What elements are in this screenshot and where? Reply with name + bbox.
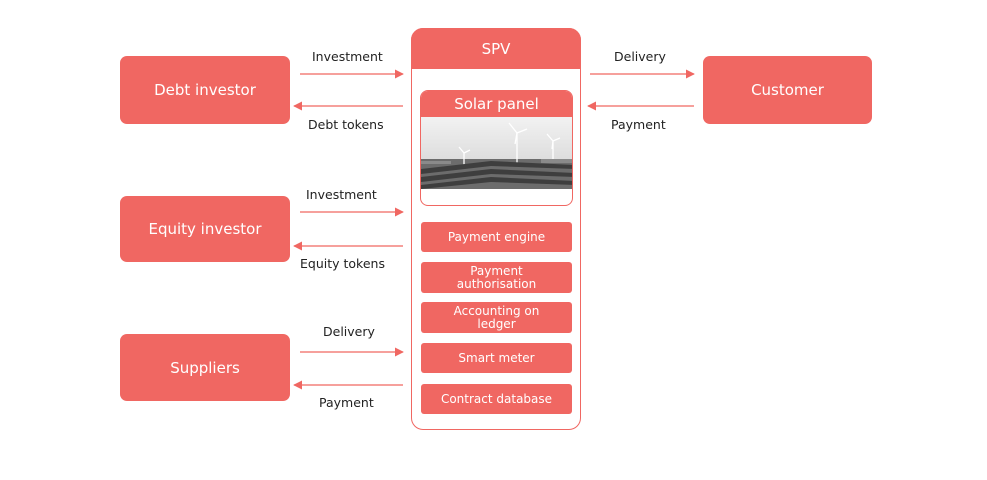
equity-investment-label: Investment xyxy=(306,187,377,202)
customer-payment-label: Payment xyxy=(611,117,666,132)
spv-title: SPV xyxy=(411,28,581,69)
solar-panel-card: Solar panel xyxy=(420,90,573,206)
equity-investor-box: Equity investor xyxy=(120,196,290,262)
suppliers-payment-label: Payment xyxy=(319,395,374,410)
smart-meter-box: Smart meter xyxy=(421,343,572,373)
suppliers-box: Suppliers xyxy=(120,334,290,401)
customer-delivery-label: Delivery xyxy=(614,49,666,64)
contract-database-box: Contract database xyxy=(421,384,572,414)
debt-investment-label: Investment xyxy=(312,49,383,64)
equity-tokens-label: Equity tokens xyxy=(300,256,385,271)
debt-investor-box: Debt investor xyxy=(120,56,290,124)
solar-farm-image xyxy=(421,117,572,189)
customer-box: Customer xyxy=(703,56,872,124)
suppliers-delivery-label: Delivery xyxy=(323,324,375,339)
solar-panel-title: Solar panel xyxy=(421,91,572,117)
debt-tokens-label: Debt tokens xyxy=(308,117,384,132)
payment-authorisation-box: Payment authorisation xyxy=(421,262,572,293)
accounting-on-ledger-box: Accounting on ledger xyxy=(421,302,572,333)
payment-engine-box: Payment engine xyxy=(421,222,572,252)
